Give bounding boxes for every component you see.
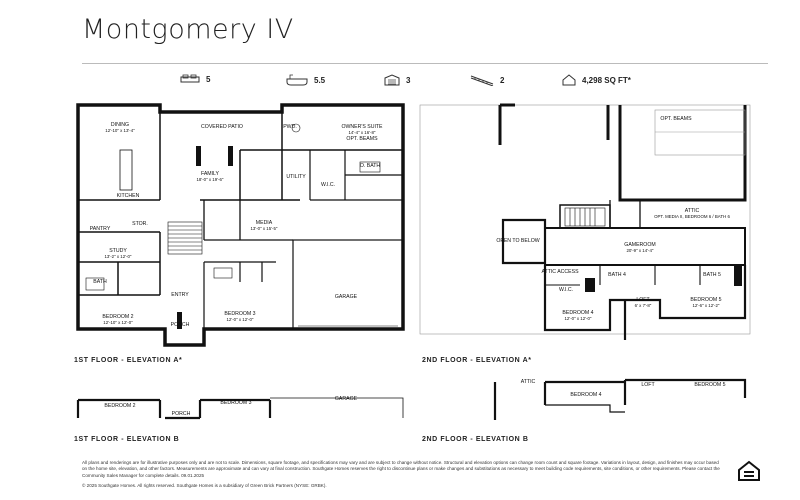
elev-b-1f-label-0: BEDROOM 2 bbox=[104, 403, 135, 409]
room-label-2f-0: OPT. BEAMS bbox=[660, 116, 692, 122]
bed-icon bbox=[180, 74, 200, 83]
equal-housing-opportunity-icon bbox=[738, 460, 760, 481]
room-label-2f-10-dims: 12'-6" x 12'-2" bbox=[692, 303, 719, 308]
room-label-2f-10: BEDROOM 5 bbox=[690, 297, 721, 303]
room-label-2f-9: BEDROOM 4 bbox=[562, 310, 593, 316]
stat-sqft: 4,298 SQ FT* bbox=[562, 74, 631, 86]
room-label-2f-2-dims: 20'-9" x 14'-4" bbox=[626, 248, 653, 253]
stat-bedrooms: 5 bbox=[180, 74, 210, 84]
room-label-1f-1: COVERED PATIO bbox=[201, 124, 243, 130]
stat-stories-value: 2 bbox=[500, 75, 505, 85]
plan-stats: 5 5.5 3 2 4,298 SQ FT* bbox=[0, 74, 800, 92]
room-label-1f-14: BATH bbox=[93, 279, 107, 285]
room-label-2f-8: LOFT bbox=[636, 297, 650, 303]
elev-b-2f-label-3: BEDROOM 5 bbox=[694, 382, 725, 388]
second-floor-elev-b-caption: 2ND FLOOR - ELEVATION B bbox=[422, 436, 529, 443]
room-label-1f-16: BEDROOM 2 bbox=[102, 314, 133, 320]
room-label-1f-18: PORCH bbox=[171, 322, 190, 328]
room-label-1f-8: O. BATH bbox=[360, 163, 381, 169]
elev-b-1f-label-2: PORCH bbox=[172, 411, 191, 417]
room-label-2f-7: W.I.C. bbox=[559, 287, 573, 293]
room-label-1f-16-dims: 12'-10" x 12'-0" bbox=[103, 320, 133, 325]
stat-sqft-value: 4,298 SQ FT* bbox=[582, 75, 631, 85]
room-label-1f-5: KITCHEN bbox=[117, 193, 140, 199]
second-floor-elevation-b bbox=[493, 378, 747, 420]
room-label-1f-9: W.I.C. bbox=[321, 182, 335, 188]
room-label-1f-12: MEDIA bbox=[256, 220, 273, 226]
room-label-1f-3: OWNER'S SUITE bbox=[341, 124, 383, 130]
room-label-1f-4: OPT. BEAMS bbox=[346, 136, 378, 142]
stat-garage: 3 bbox=[384, 74, 410, 86]
first-floor-caption: 1ST FLOOR - ELEVATION A* bbox=[74, 357, 183, 364]
first-floor-plan bbox=[76, 103, 405, 347]
elev-b-2f-label-2: LOFT bbox=[641, 382, 655, 388]
first-floor-elev-b-caption: 1ST FLOOR - ELEVATION B bbox=[74, 436, 180, 443]
room-label-1f-0: DINING bbox=[111, 122, 129, 128]
second-floor-caption: 2ND FLOOR - ELEVATION A* bbox=[422, 357, 532, 364]
house-icon bbox=[562, 74, 576, 86]
room-label-1f-3-dims: 14'-4" x 16'-8" bbox=[348, 130, 375, 135]
room-label-1f-13: STUDY bbox=[109, 248, 127, 254]
room-label-1f-17: BEDROOM 3 bbox=[224, 311, 255, 317]
garage-icon bbox=[384, 74, 400, 86]
room-label-1f-0-dims: 12'-10" x 13'-4" bbox=[105, 128, 135, 133]
elev-b-2f-label-0: ATTIC bbox=[521, 379, 536, 385]
room-label-1f-2: PWD. bbox=[283, 124, 297, 130]
room-label-2f-1-dims: OPT. MEDIA II, BEDROOM 6 / BATH 6 bbox=[654, 214, 730, 219]
stat-baths-value: 5.5 bbox=[314, 75, 326, 85]
stat-stories: 2 bbox=[470, 74, 504, 86]
room-label-2f-9-dims: 12'-0" x 12'-0" bbox=[564, 316, 591, 321]
stat-bedrooms-value: 5 bbox=[206, 74, 211, 84]
room-label-2f-8-dims: 6' x 7'-8" bbox=[635, 303, 652, 308]
stairs-icon bbox=[470, 75, 494, 86]
plan-title: Montgomery IV bbox=[82, 14, 294, 45]
second-floor-plan bbox=[419, 103, 751, 340]
room-label-2f-3: OPEN TO BELOW bbox=[496, 238, 539, 244]
room-label-1f-6-dims: 18'-0" x 19'-6" bbox=[196, 177, 223, 182]
room-label-1f-10: STOR. bbox=[132, 221, 148, 227]
stat-garage-value: 3 bbox=[406, 75, 411, 85]
room-label-2f-5: BATH 4 bbox=[608, 272, 626, 278]
elev-b-2f-label-1: BEDROOM 4 bbox=[570, 392, 601, 398]
room-label-1f-17-dims: 12'-0" x 12'-0" bbox=[226, 317, 253, 322]
first-floor-elevation-b bbox=[76, 397, 404, 420]
room-label-2f-4: ATTIC ACCESS bbox=[541, 269, 579, 275]
bathtub-icon bbox=[286, 74, 308, 86]
room-label-1f-12-dims: 13'-0" x 15'-5" bbox=[250, 226, 277, 231]
room-label-1f-7: UTILITY bbox=[286, 174, 306, 180]
room-label-2f-1: ATTIC bbox=[685, 208, 700, 214]
room-label-1f-6: FAMILY bbox=[201, 171, 220, 177]
room-label-1f-15: ENTRY bbox=[171, 292, 189, 298]
room-label-1f-11: PANTRY bbox=[90, 226, 111, 232]
room-label-1f-19: GARAGE bbox=[335, 294, 358, 300]
room-label-1f-13-dims: 13'-2" x 12'-0" bbox=[104, 254, 131, 259]
room-label-2f-2: GAMEROOM bbox=[624, 242, 655, 248]
title-divider bbox=[82, 63, 768, 64]
elev-b-1f-label-3: GARAGE bbox=[335, 396, 358, 402]
stat-baths: 5.5 bbox=[286, 74, 325, 86]
elev-b-1f-label-1: BEDROOM 3 bbox=[220, 400, 251, 406]
room-label-2f-6: BATH 5 bbox=[703, 272, 721, 278]
copyright: © 2025 Southgate Homes. All rights reser… bbox=[82, 483, 327, 488]
disclaimer: All plans and renderings are for illustr… bbox=[82, 460, 720, 478]
